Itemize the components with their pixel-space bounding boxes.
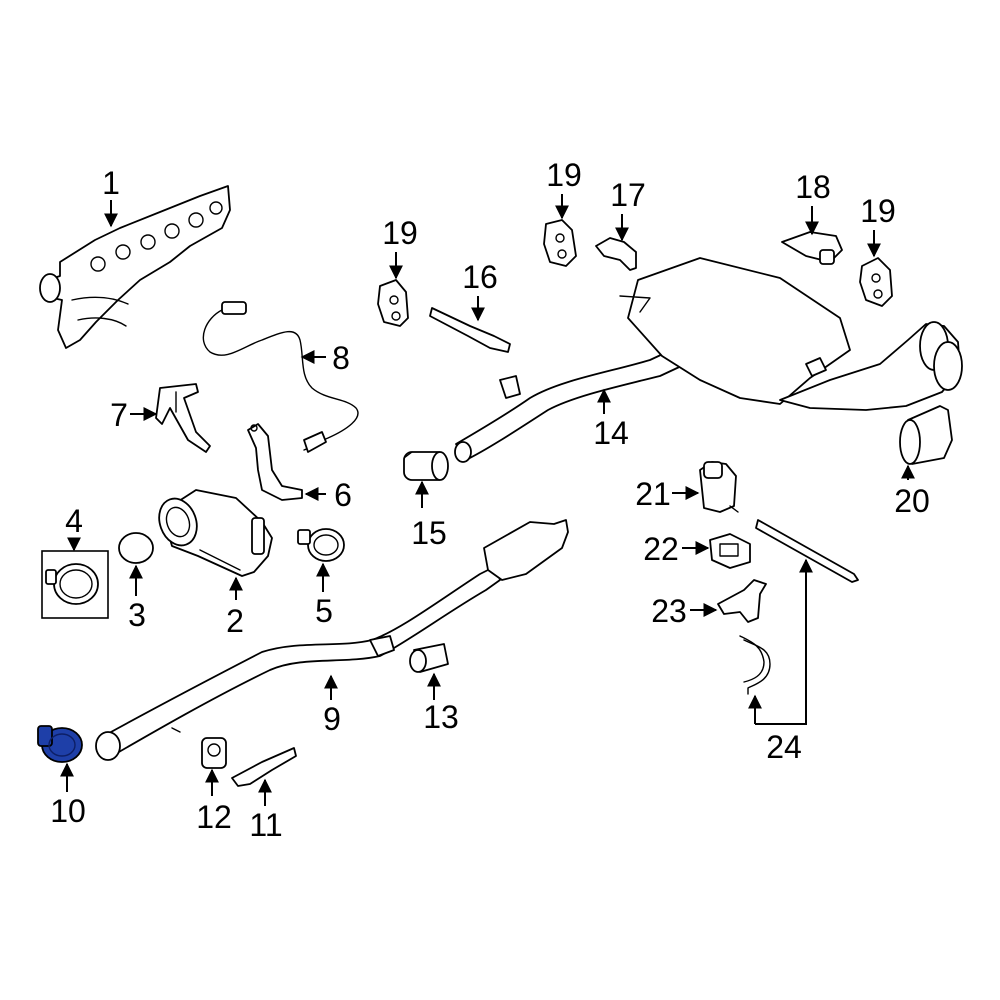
callout-1: 1 (102, 165, 120, 201)
leader-arrows (60, 194, 915, 806)
part-7-oxygen-sensor[interactable] (155, 383, 211, 453)
part-23-bracket[interactable] (717, 579, 767, 623)
callout-12: 12 (196, 799, 232, 835)
callout-6: 6 (334, 477, 352, 513)
callout-21: 21 (635, 476, 671, 512)
part-19-hanger[interactable] (859, 257, 893, 307)
callout-10: 10 (50, 793, 86, 829)
callout-9: 9 (323, 701, 341, 737)
callout-14: 14 (593, 415, 629, 451)
part-9-front-exhaust-pipe[interactable] (95, 519, 569, 761)
callout-4: 4 (65, 503, 83, 539)
part-3-gasket[interactable] (118, 532, 154, 564)
part-16-strap[interactable] (429, 307, 511, 353)
callout-7: 7 (110, 397, 128, 433)
part-5-clamp[interactable] (297, 528, 345, 562)
callout-16: 16 (462, 259, 498, 295)
rear-muffler (619, 257, 963, 411)
part-19-hanger[interactable] (377, 279, 409, 327)
part-10-exhaust-clamp[interactable] (37, 725, 83, 763)
callout-5: 5 (315, 593, 333, 629)
callout-24: 24 (766, 729, 802, 765)
part-18-bracket[interactable] (781, 231, 843, 265)
part-1-exhaust-manifold[interactable] (39, 185, 231, 349)
callout-19-middle: 19 (546, 157, 582, 193)
part-20-exhaust-tip[interactable] (899, 405, 953, 465)
callout-3: 3 (128, 597, 146, 633)
callout-22: 22 (643, 531, 679, 567)
part-4-clamp-kit[interactable] (41, 550, 109, 619)
part-12-rubber-mount[interactable] (201, 737, 227, 769)
callout-8: 8 (332, 340, 350, 376)
callout-19-left: 19 (382, 215, 418, 251)
callout-23: 23 (651, 593, 687, 629)
callout-17: 17 (610, 177, 646, 213)
part-13-isolator[interactable] (409, 643, 449, 673)
part-2-catalytic-converter[interactable] (153, 489, 273, 577)
part-15-bushing[interactable] (403, 451, 449, 481)
callout-11: 11 (249, 807, 282, 843)
part-11-bracket[interactable] (231, 747, 297, 787)
part-6-bracket[interactable] (247, 423, 303, 501)
part-22-clip[interactable] (709, 533, 751, 569)
callout-20: 20 (894, 483, 930, 519)
part-21-actuator[interactable] (699, 461, 739, 513)
part-24-vacuum-line[interactable] (739, 519, 859, 695)
part-19-hanger[interactable] (543, 219, 577, 267)
callout-19-right: 19 (860, 193, 896, 229)
callout-2: 2 (226, 603, 244, 639)
callout-13: 13 (423, 699, 459, 735)
callout-labels: 1 2 3 4 5 6 7 8 9 10 11 12 13 14 15 16 1… (50, 157, 930, 843)
callout-15: 15 (411, 515, 447, 551)
part-17-bracket[interactable] (595, 237, 637, 271)
callout-18: 18 (795, 169, 831, 205)
part-14-rear-exhaust-pipe[interactable] (454, 345, 691, 463)
part-8-oxygen-sensor[interactable] (202, 301, 359, 453)
